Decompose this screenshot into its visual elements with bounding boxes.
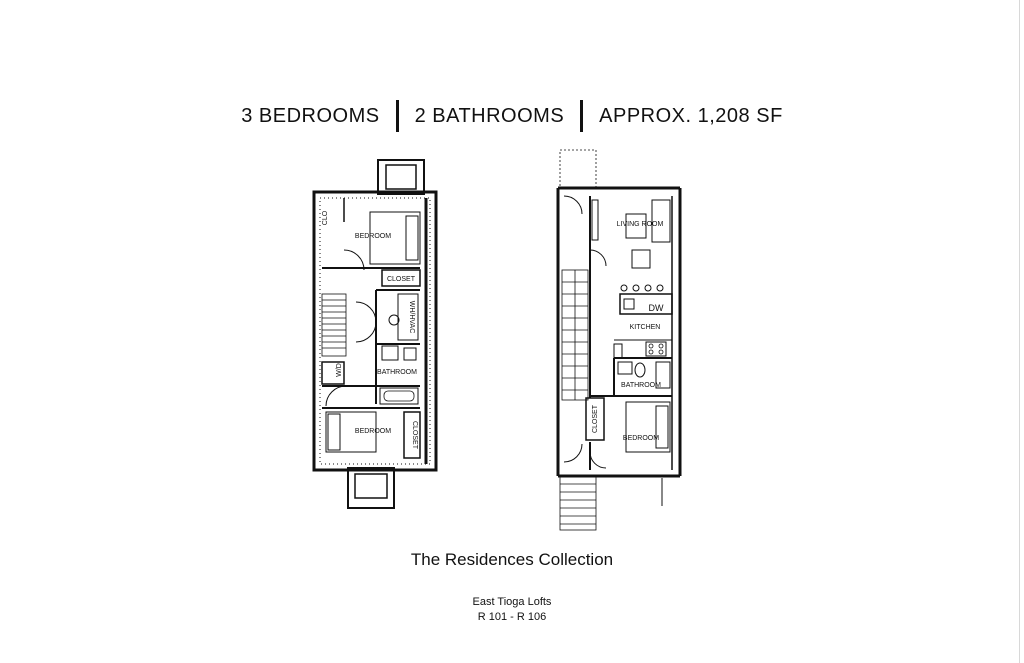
burner — [658, 343, 664, 349]
coffee-table — [625, 213, 647, 239]
fridge — [613, 343, 623, 359]
collection-title: The Residences Collection — [410, 550, 614, 569]
unit-summary-header: 3 BEDROOMS 2 BATHROOMS APPROX. 1,208 SF — [0, 98, 1024, 134]
closet-box — [585, 397, 605, 441]
sofa-right — [651, 199, 671, 243]
balcony-inner — [354, 473, 388, 499]
bed — [625, 401, 671, 453]
range — [645, 341, 667, 357]
lower-floor-plan — [556, 149, 682, 531]
stool — [632, 284, 640, 292]
room-label-bedroom-top: BEDROOM — [355, 233, 391, 240]
burner — [648, 343, 654, 349]
room-label-closet-top: CLOSET — [387, 276, 416, 283]
washer-dryer — [321, 361, 345, 385]
room-label-wd: W/D — [336, 363, 343, 377]
burner — [648, 349, 654, 355]
water-heater-icon — [388, 314, 400, 326]
bed-bottom — [325, 411, 377, 453]
pillow — [655, 405, 669, 449]
room-label-bathroom: BATHROOM — [621, 382, 661, 389]
door-swing — [589, 451, 607, 469]
frame-edge — [1019, 0, 1020, 663]
unit-range: R 101 - R 106 — [477, 611, 547, 623]
room-label-bedroom: BEDROOM — [623, 435, 659, 442]
door-swing — [343, 249, 365, 271]
pillow — [405, 215, 419, 261]
rear-steps — [559, 475, 597, 531]
shower — [655, 361, 671, 389]
upper-floor-plan — [312, 159, 438, 509]
tub-basin — [383, 390, 415, 402]
closet-bottom-box — [403, 411, 421, 459]
room-label-bathroom: BATHROOM — [377, 369, 417, 376]
bed-top — [369, 211, 421, 265]
vanity — [381, 345, 399, 361]
closet-top-box — [381, 269, 421, 287]
door-swing — [563, 443, 583, 463]
burner — [658, 349, 664, 355]
front-steps-top — [559, 149, 597, 189]
room-label-dw: DW — [649, 303, 664, 313]
separator-bar — [580, 100, 584, 132]
armchair — [631, 249, 651, 269]
bottom-balcony — [347, 467, 395, 509]
upper-outer-wall — [312, 190, 438, 472]
stool — [656, 284, 664, 292]
room-label-kitchen: KITCHEN — [630, 324, 661, 331]
sink — [623, 298, 635, 310]
bathroom-count: 2 BATHROOMS — [414, 104, 565, 127]
room-label-clo: CLO — [322, 210, 329, 225]
upper-stair — [321, 293, 347, 357]
door-swing — [563, 195, 583, 215]
tub — [379, 387, 419, 405]
door-swing — [325, 385, 347, 407]
separator-bar — [395, 100, 399, 132]
pillow — [327, 413, 341, 451]
door-swing — [589, 249, 607, 267]
stool — [620, 284, 628, 292]
toilet — [634, 362, 646, 378]
toilet — [403, 347, 417, 361]
balcony-inner — [385, 164, 417, 190]
lower-stair — [561, 269, 589, 401]
door-swing — [355, 321, 377, 343]
approx-area: APPROX. 1,208 SF — [599, 104, 783, 127]
kitchen-island — [619, 293, 673, 315]
room-label-bedroom-bottom: BEDROOM — [355, 428, 391, 435]
vanity — [617, 361, 633, 375]
room-label-closet: CLOSET — [592, 404, 599, 433]
room-label-whvac: WH/HVAC — [408, 301, 415, 334]
sofa-left — [591, 199, 599, 241]
room-label-closet-bottom: CLOSET — [411, 421, 418, 450]
bedroom-count: 3 BEDROOMS — [241, 104, 380, 127]
project-name: East Tioga Lofts — [472, 596, 552, 608]
top-balcony — [377, 159, 425, 195]
room-label-living-room: LIVING ROOM — [617, 221, 664, 228]
stool — [644, 284, 652, 292]
door-swing — [355, 301, 377, 323]
